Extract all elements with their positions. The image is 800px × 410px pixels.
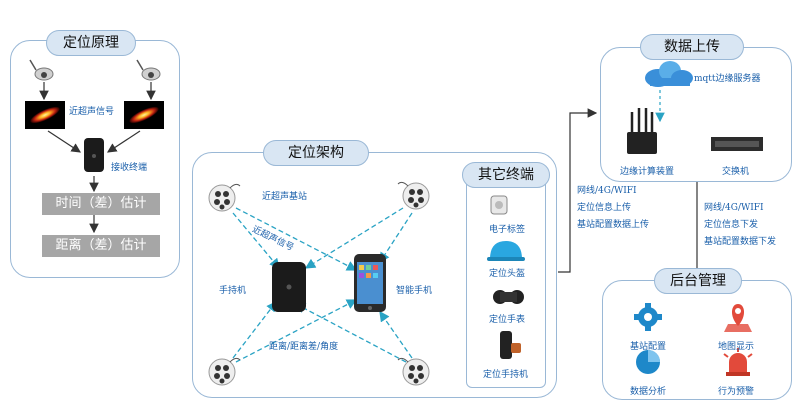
uplink-line-3: 基站配置数据上传 — [577, 220, 650, 230]
downlink-text: 网线/4G/WIFI 定位信息下发 基站配置数据下发 — [704, 200, 776, 251]
backend-title: 后台管理 — [654, 268, 742, 294]
positioning-handheld-icon — [500, 331, 521, 359]
handheld-label: 手持机 — [219, 286, 247, 296]
handheld-device-icon — [272, 262, 306, 312]
architecture-title: 定位架构 — [263, 140, 369, 166]
electronic-tag-icon — [490, 195, 508, 215]
base-station-icon — [397, 357, 430, 386]
base-station-label: 近超声基站 — [262, 192, 308, 202]
data-analysis-label: 数据分析 — [630, 387, 667, 397]
helmet-icon — [487, 241, 525, 261]
principle-title: 定位原理 — [46, 30, 136, 56]
downlink-line-2: 定位信息下发 — [704, 220, 759, 230]
backend-panel — [602, 280, 792, 400]
gear-icon — [634, 303, 662, 331]
downlink-line-1: 网线/4G/WIFI — [704, 203, 764, 213]
other-terminal-label: 电子标签 — [489, 225, 526, 235]
edge-device-label: 边缘计算装置 — [620, 167, 675, 177]
smartphone-label: 智能手机 — [396, 286, 433, 296]
signal-label: 近超声信号 — [69, 107, 115, 117]
other-terminals-title: 其它终端 — [462, 162, 550, 188]
uplink-line-1: 网线/4G/WIFI — [577, 186, 637, 196]
switch-label: 交换机 — [722, 167, 750, 177]
other-terminal-label: 定位手表 — [489, 315, 526, 325]
uplink-line — [558, 108, 598, 273]
time-estimate-step: 时间（差）估计 — [42, 193, 160, 215]
map-pin-icon — [724, 304, 752, 332]
base-station-icon — [208, 357, 241, 386]
data-analysis-icon — [636, 350, 660, 374]
sensor-icon — [29, 59, 54, 81]
base-config-label: 基站配置 — [630, 342, 667, 352]
behavior-alert-label: 行为预警 — [718, 387, 755, 397]
distance-estimate-step: 距离（差）估计 — [42, 235, 160, 257]
sensor-icon — [136, 59, 161, 81]
alarm-icon — [723, 348, 753, 376]
other-terminal-label: 定位手持机 — [483, 370, 529, 380]
uplink-line-2: 定位信息上传 — [577, 203, 632, 213]
uplink-text: 网线/4G/WIFI 定位信息上传 基站配置数据上传 — [577, 183, 649, 234]
other-terminal-label: 定位头盔 — [489, 269, 526, 279]
mqtt-server-label: mqtt边缘服务器 — [694, 74, 761, 84]
upload-title: 数据上传 — [640, 34, 744, 60]
smartphone-icon — [354, 254, 386, 312]
base-station-icon — [208, 183, 241, 212]
receiver-terminal-label: 接收终端 — [111, 163, 148, 173]
switch-icon — [711, 137, 763, 151]
cloud-icon — [645, 61, 693, 87]
measures-label: 距离/距离差/角度 — [269, 342, 339, 352]
downlink-line-3: 基站配置数据下发 — [704, 237, 777, 247]
map-display-label: 地图显示 — [718, 342, 755, 352]
watch-icon — [493, 290, 524, 304]
base-station-icon — [397, 181, 430, 210]
edge-device-icon — [627, 108, 657, 154]
